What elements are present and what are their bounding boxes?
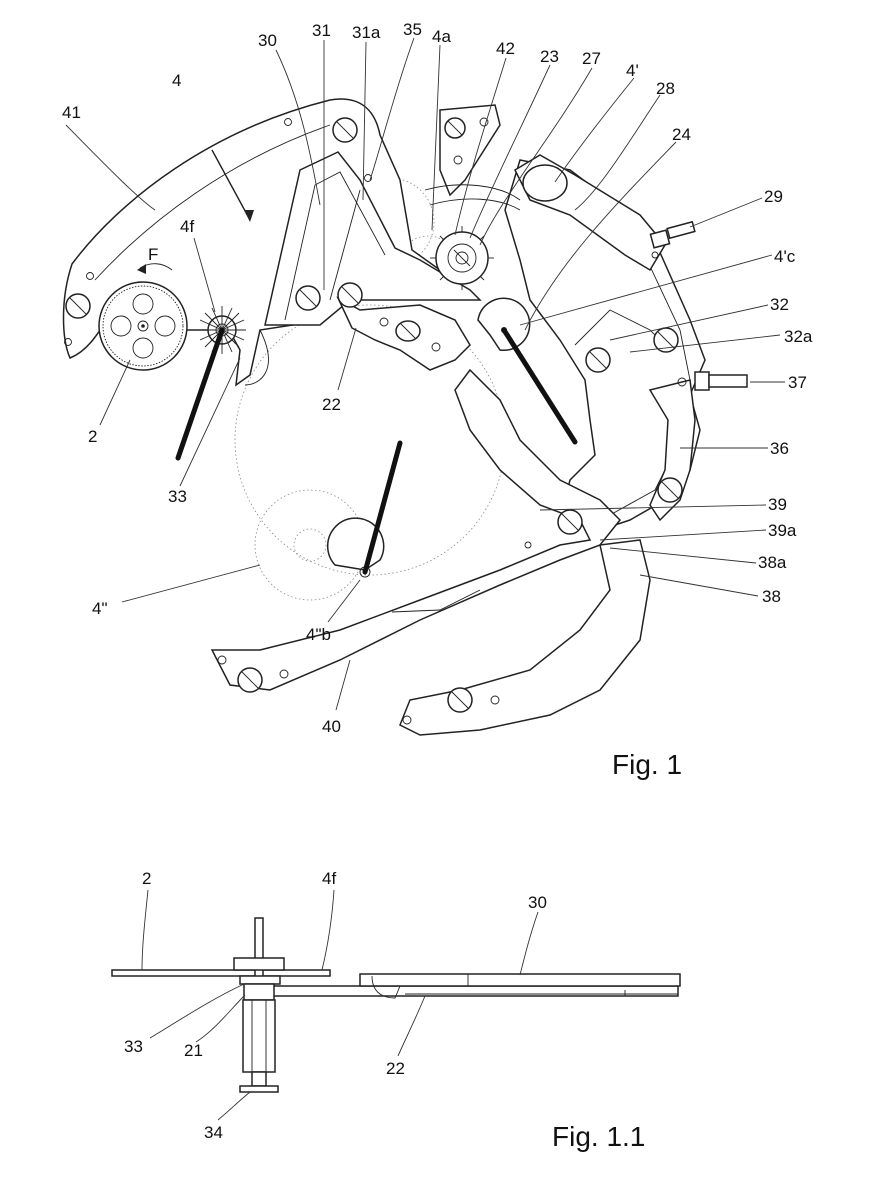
label-29: 29 (764, 187, 783, 206)
part-34 (239, 1085, 279, 1093)
label-4f: 4f (180, 217, 194, 236)
label-23: 23 (540, 47, 559, 66)
lever-40 (210, 368, 622, 691)
label-28: 28 (656, 79, 675, 98)
label-38: 38 (762, 587, 781, 606)
fig11-label-33: 33 (124, 1037, 143, 1056)
fig11-leader-lines (141, 889, 539, 1121)
label-37: 37 (788, 373, 807, 392)
label-24: 24 (672, 125, 691, 144)
hand-4b (362, 440, 403, 575)
fig11-label-21: 21 (184, 1041, 203, 1060)
label-4doubleprimeb: 4"b (306, 625, 331, 644)
bracket-42 (439, 104, 501, 197)
label-2: 2 (88, 427, 97, 446)
fig11-label-34: 34 (204, 1123, 223, 1142)
fig11-title: Fig. 1.1 (552, 1121, 645, 1152)
fig11-label-4f: 4f (322, 869, 336, 888)
label-40: 40 (322, 717, 341, 736)
label-39: 39 (768, 495, 787, 514)
label-4prime: 4' (626, 61, 639, 80)
label-27: 27 (582, 49, 601, 68)
label-41: 41 (62, 103, 81, 122)
plate-30 (359, 973, 681, 987)
plate-2-4f (111, 969, 331, 977)
label-4doubleprime: 4" (92, 599, 108, 618)
star-wheel-23 (430, 226, 494, 290)
label-35: 35 (403, 20, 422, 39)
label-30: 30 (258, 31, 277, 50)
stem-37 (694, 371, 748, 391)
label-33: 33 (168, 487, 187, 506)
screws (64, 117, 687, 549)
label-4primec: 4'c (774, 247, 796, 266)
fig11-label-2: 2 (142, 869, 151, 888)
lever-38 (399, 539, 651, 736)
fig1-labels: 30 31 31a 35 4a 42 23 27 4' 28 24 29 4'c… (62, 20, 813, 736)
label-36: 36 (770, 439, 789, 458)
label-4: 4 (172, 71, 181, 90)
cam-4c (477, 297, 531, 352)
fig11-label-30: 30 (528, 893, 547, 912)
label-38a: 38a (758, 553, 787, 572)
hand-4c (501, 327, 578, 445)
hand-4f (175, 327, 225, 461)
label-4a: 4a (432, 27, 451, 46)
fig1-title: Fig. 1 (612, 749, 682, 780)
label-42: 42 (496, 39, 515, 58)
label-F: F (148, 245, 158, 264)
label-32: 32 (770, 295, 789, 314)
fig11-drawing: 2 4f 30 33 21 22 34 Fig. 1.1 (111, 869, 681, 1152)
label-32a: 32a (784, 327, 813, 346)
fig1-drawing: 30 31 31a 35 4a 42 23 27 4' 28 24 29 4'c… (62, 20, 813, 780)
fig11-label-22: 22 (386, 1059, 405, 1078)
label-22: 22 (322, 395, 341, 414)
label-31a: 31a (352, 23, 381, 42)
stem-29 (649, 220, 696, 249)
fig11-labels: 2 4f 30 33 21 22 34 (124, 869, 547, 1142)
wheel-2 (98, 281, 188, 371)
leader-lines (65, 37, 785, 711)
label-39a: 39a (768, 521, 797, 540)
arrow-4 (211, 149, 251, 221)
plate-22 (269, 985, 679, 997)
label-31: 31 (312, 21, 331, 40)
